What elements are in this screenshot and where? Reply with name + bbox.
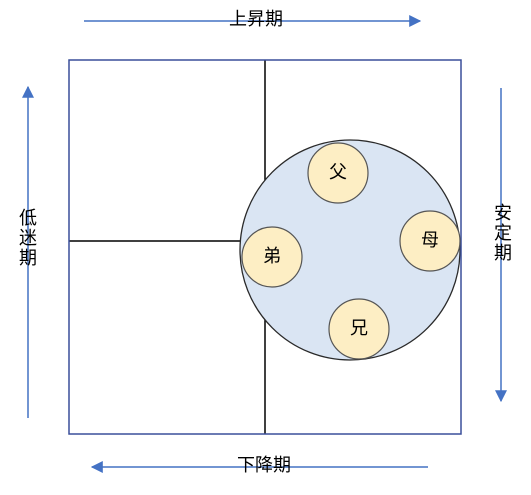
member-circle-elder-brother [328, 298, 390, 360]
phase-label-left: 低迷期 [16, 208, 37, 268]
member-label-father: 父 [329, 162, 347, 183]
frame [68, 59, 462, 435]
family-circle [239, 139, 461, 361]
member-label-mother: 母 [421, 230, 439, 251]
member-circle-mother [399, 210, 461, 272]
phase-label-top: 上昇期 [229, 9, 283, 30]
member-circle-younger-brother [241, 226, 303, 288]
member-label-younger-brother: 弟 [263, 246, 281, 267]
member-circle-father [307, 142, 369, 204]
phase-label-right: 安定期 [491, 203, 512, 263]
phase-label-bottom: 下降期 [237, 455, 291, 476]
member-label-elder-brother: 兄 [350, 318, 368, 339]
